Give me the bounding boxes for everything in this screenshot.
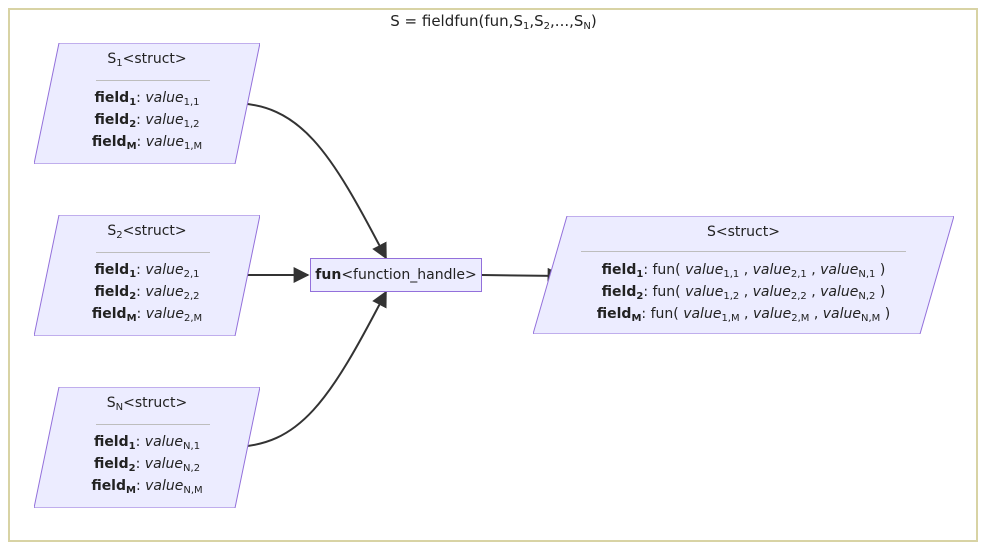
input-node-sn: SN<struct> field1: valueN,1 field2: valu…	[34, 387, 260, 508]
input-node-s2: S2<struct> field1: value2,1 field2: valu…	[34, 215, 260, 336]
input-node-s1: S1<struct> field1: value1,1 field2: valu…	[34, 43, 260, 164]
field-row: fieldM: value2,M	[91, 306, 203, 324]
node-divider	[581, 251, 906, 252]
output-node: S<struct> field1: fun( value1,1 , value2…	[533, 216, 954, 334]
edge-fun-to-output	[481, 267, 564, 284]
field-row: field1: fun( value1,1 , value2,1 , value…	[601, 262, 886, 280]
field-row: fieldM: valueN,M	[91, 478, 203, 496]
field-row: field2: value2,2	[94, 284, 200, 302]
field-row: field1: value1,1	[94, 90, 200, 108]
field-row: field2: valueN,2	[93, 456, 201, 474]
field-row: field1: value2,1	[94, 262, 200, 280]
field-row: field1: valueN,1	[93, 434, 201, 452]
edge-s1-to-fun	[230, 102, 387, 260]
diagram-title: S = fieldfun(fun,S1,S2,...,SN)	[390, 12, 597, 32]
edge-sn-to-fun	[230, 290, 387, 448]
function-node: fun<function_handle>	[310, 258, 482, 292]
node-header: S1<struct>	[107, 51, 187, 69]
node-divider	[96, 252, 210, 253]
node-divider	[96, 424, 210, 425]
node-header: S<struct>	[707, 224, 780, 240]
node-header: S2<struct>	[107, 223, 187, 241]
node-divider	[96, 80, 210, 81]
field-row: field2: fun( value1,2 , value2,2 , value…	[601, 284, 886, 302]
node-header: SN<struct>	[106, 395, 188, 413]
diagram-frame	[8, 8, 978, 542]
field-row: field2: value1,2	[94, 112, 200, 130]
field-row: fieldM: fun( value1,M , value2,M , value…	[596, 306, 891, 324]
field-row: fieldM: value1,M	[91, 134, 203, 152]
